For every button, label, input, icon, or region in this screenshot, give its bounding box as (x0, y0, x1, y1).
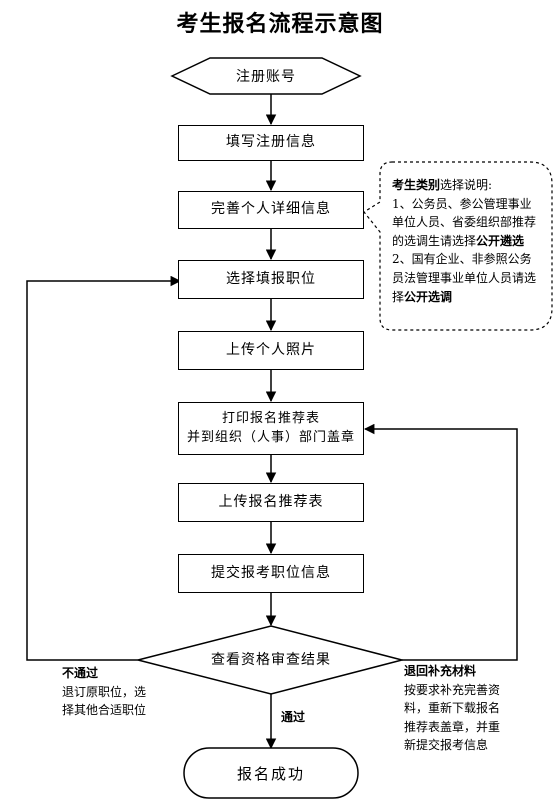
success-terminal (183, 747, 359, 799)
step-review-label: 查看资格审查结果 (211, 652, 331, 668)
return-line4: 新提交报考信息 (404, 738, 489, 753)
note-head: 考生类别选择说明: (392, 178, 493, 192)
print-form-line2: 并到组织（人事）部门盖章 (186, 429, 355, 445)
step-complete-info: 完善个人详细信息 (178, 191, 364, 229)
step-submit: 提交报考职位信息 (178, 554, 364, 593)
note-item-1: 1、公务员、参公管理事业单位人员、省委组织部推荐的选调生请选择公开遴选 (392, 196, 537, 248)
step-choose-position: 选择填报职位 (178, 260, 364, 299)
step-success-label: 报名成功 (236, 765, 305, 783)
fail-head: 不通过 (62, 666, 99, 680)
fail-line2: 择其他合适职位 (62, 703, 147, 718)
arrow-fail-loop (26, 275, 182, 661)
note-item-2: 2、国有企业、非参照公务员法管理事业单位人员请选择公开选调 (392, 252, 537, 304)
step-upload-form: 上传报名推荐表 (178, 483, 364, 522)
return-line1: 按要求补充完善资 (404, 682, 501, 697)
step-print-form: 打印报名推荐表 并到组织（人事）部门盖章 (178, 402, 364, 455)
review-diamond (137, 625, 405, 695)
pass-label: 通过 (281, 710, 306, 724)
note-callout (363, 161, 553, 331)
arrow-return-loop (363, 423, 518, 661)
return-head: 退回补充材料 (404, 664, 477, 678)
step-register-label: 注册账号 (236, 69, 296, 85)
start-hexagon (170, 57, 362, 95)
category-note: 考生类别选择说明: 1、公务员、参公管理事业单位人员、省委组织部推荐的选调生请选… (380, 164, 550, 328)
step-fill-info: 填写注册信息 (178, 125, 364, 161)
fail-line1: 退订原职位，选 (62, 684, 147, 699)
return-line3: 推荐表盖章，并重 (404, 719, 501, 734)
return-branch-text: 退回补充材料 按要求补充完善资 料，重新下载报名 推荐表盖章，并重 新提交报考信… (404, 662, 534, 755)
flow-arrows (26, 94, 518, 750)
step-upload-photo: 上传个人照片 (178, 331, 364, 370)
return-line2: 料，重新下载报名 (404, 701, 501, 716)
fail-branch-text: 不通过 退订原职位，选 择其他合适职位 (62, 664, 182, 720)
page-title: 考生报名流程示意图 (176, 11, 384, 37)
print-form-line1: 打印报名推荐表 (221, 411, 320, 427)
